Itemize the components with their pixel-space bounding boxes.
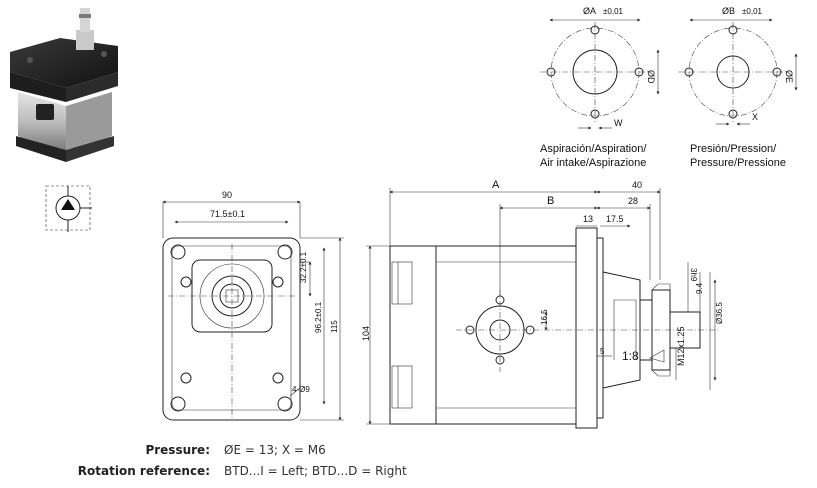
pressure-port-detail: ØB ±0,01 ØE X Presión/Pression/ Pressure… bbox=[678, 6, 798, 169]
suction-port-detail: ØA ±0,01 ØD W Aspiración/Aspiration/ Air… bbox=[540, 6, 660, 169]
side-dim-13: 13 bbox=[583, 214, 593, 224]
side-dim-16: 16.5 bbox=[540, 309, 549, 325]
side-key-h: 9.4 bbox=[695, 282, 704, 294]
pump-photo bbox=[10, 8, 118, 162]
pressure-dim-b: ØB bbox=[722, 6, 735, 16]
side-shaft-dia: Ø36.5 bbox=[715, 302, 724, 324]
pressure-dim-e: ØE bbox=[784, 70, 794, 83]
side-dim-b: B bbox=[547, 195, 554, 207]
side-dim-104: 104 bbox=[361, 326, 371, 341]
front-hole: 4-Ø9 bbox=[292, 385, 310, 394]
suction-dim-d: ØD bbox=[646, 70, 656, 84]
front-view: 90 71.5±0.1 32.2±0.1 96.2±0.1 115 4-Ø9 bbox=[162, 190, 344, 421]
side-dim-40: 40 bbox=[632, 180, 642, 190]
spec-value-pressure: ØE = 13; X = M6 bbox=[224, 443, 326, 457]
front-dim-32: 32.2±0.1 bbox=[299, 251, 308, 283]
front-width: 90 bbox=[222, 190, 232, 200]
pressure-tol-b: ±0,01 bbox=[742, 7, 763, 16]
spec-label-rotation: Rotation reference: bbox=[77, 464, 210, 478]
side-dim-a: A bbox=[492, 179, 500, 191]
side-key-w: 3h9 bbox=[689, 268, 698, 282]
front-height: 115 bbox=[330, 320, 339, 333]
front-bolt-spacing: 71.5±0.1 bbox=[210, 209, 245, 219]
side-view: A 40 B 28 13 17.5 104 bbox=[361, 179, 724, 429]
side-dim-5: 5 bbox=[600, 347, 605, 356]
pump-symbol bbox=[45, 185, 92, 232]
specs-block: Pressure: ØE = 13; X = M6 Rotation refer… bbox=[0, 440, 817, 480]
suction-tol-a: ±0,01 bbox=[603, 7, 624, 16]
suction-caption-1: Aspiración/Aspiration/ bbox=[540, 143, 647, 155]
spec-label-pressure: Pressure: bbox=[145, 443, 210, 457]
pressure-dim-x: X bbox=[752, 112, 758, 122]
side-taper: 1:8 bbox=[622, 349, 639, 363]
suction-caption-2: Air intake/Aspirazione bbox=[540, 157, 646, 169]
side-dim-17: 17.5 bbox=[606, 214, 624, 224]
spec-value-rotation: BTD...I = Left; BTD...D = Right bbox=[224, 464, 407, 478]
side-thread: M12x1.25 bbox=[676, 326, 686, 366]
pressure-caption-1: Presión/Pression/ bbox=[690, 143, 777, 155]
suction-dim-w: W bbox=[614, 118, 623, 128]
suction-dim-a: ØA bbox=[583, 6, 596, 16]
side-dim-28: 28 bbox=[628, 196, 638, 206]
pressure-caption-2: Pressure/Pressione bbox=[690, 157, 786, 169]
front-dim-96: 96.2±0.1 bbox=[314, 301, 323, 333]
